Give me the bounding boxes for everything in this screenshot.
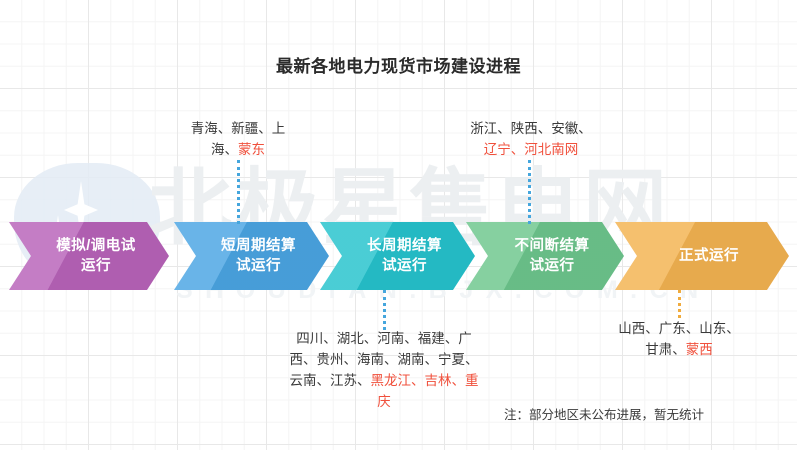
annotation-formal-line2: 甘肃、 (645, 342, 686, 357)
stage-label-short-cycle-line2: 试运行 (236, 258, 281, 274)
stage-label-continuous: 不间断结算 试运行 (515, 236, 590, 276)
stage-label-short-cycle: 短周期结算 试运行 (221, 236, 296, 276)
annotation-formal-highlight: 蒙西 (685, 342, 713, 357)
stage-label-long-cycle-line1: 长周期结算 (367, 238, 442, 254)
stage-item-continuous[interactable]: 不间断结算 试运行 (466, 222, 624, 290)
connector-line-stage3-bottom (383, 290, 386, 330)
stage-label-continuous-line1: 不间断结算 (514, 238, 590, 254)
stage-flow: 模拟/调电试 运行 短周期结算 试运行 长周期结算 试运行 不间断结算 (9, 222, 789, 290)
stage-label-continuous-line2: 试运行 (529, 258, 575, 274)
annotation-short-cycle-line1: 青海、新疆、上 (190, 121, 286, 136)
connector-line-stage2-top (237, 160, 240, 224)
stage-item-long-cycle[interactable]: 长周期结算 试运行 (320, 222, 475, 290)
connector-line-stage4-top (528, 160, 531, 224)
stage-label-simulation-line1: 模拟/调电试 (56, 238, 136, 254)
annotation-long-cycle-regions: 四川、湖北、河南、福建、广 西、贵州、海南、湖南、宁夏、 云南、江苏、黑龙江、吉… (278, 328, 490, 412)
annotation-long-cycle-highlight: 黑龙江、吉林、重 (370, 373, 479, 388)
stage-label-simulation-line2: 运行 (81, 258, 111, 274)
annotation-long-cycle-line2: 西、贵州、海南、湖南、宁夏、 (289, 352, 479, 367)
stage-label-long-cycle: 长周期结算 试运行 (367, 236, 442, 276)
annotation-continuous-line1: 浙江、陕西、安徽、 (470, 121, 592, 136)
annotation-formal-regions: 山西、广东、山东、 甘肃、蒙西 (608, 318, 750, 360)
page-title: 最新各地电力现货市场建设进程 (276, 57, 521, 76)
stage-label-formal: 正式运行 (679, 246, 739, 266)
annotation-long-cycle-line1: 四川、湖北、河南、福建、广 (296, 331, 472, 346)
annotation-long-cycle-line3: 云南、江苏、 (289, 373, 371, 388)
stage-label-formal-line1: 正式运行 (679, 248, 739, 264)
footnote-text: 注：部分地区未公布进展，暂无统计 (504, 408, 705, 422)
stage-label-simulation: 模拟/调电试 运行 (56, 236, 136, 276)
annotation-long-cycle-highlight-cont: 庆 (377, 394, 391, 409)
annotation-continuous-highlight: 辽宁、河北南网 (483, 142, 579, 157)
annotation-continuous-regions: 浙江、陕西、安徽、 辽宁、河北南网 (453, 118, 609, 160)
stage-item-short-cycle[interactable]: 短周期结算 试运行 (174, 222, 329, 290)
stage-label-long-cycle-line2: 试运行 (382, 258, 427, 274)
connector-line-stage5-bottom (678, 290, 681, 318)
annotation-short-cycle-line2: 海、 (211, 142, 238, 157)
annotation-short-cycle-highlight: 蒙东 (238, 142, 265, 157)
stage-label-short-cycle-line1: 短周期结算 (221, 238, 296, 254)
annotation-formal-line1: 山西、广东、山东、 (618, 321, 740, 336)
stage-item-simulation[interactable]: 模拟/调电试 运行 (9, 222, 169, 290)
stage-item-formal[interactable]: 正式运行 (615, 222, 789, 290)
annotation-short-cycle-regions: 青海、新疆、上 海、蒙东 (163, 118, 313, 160)
